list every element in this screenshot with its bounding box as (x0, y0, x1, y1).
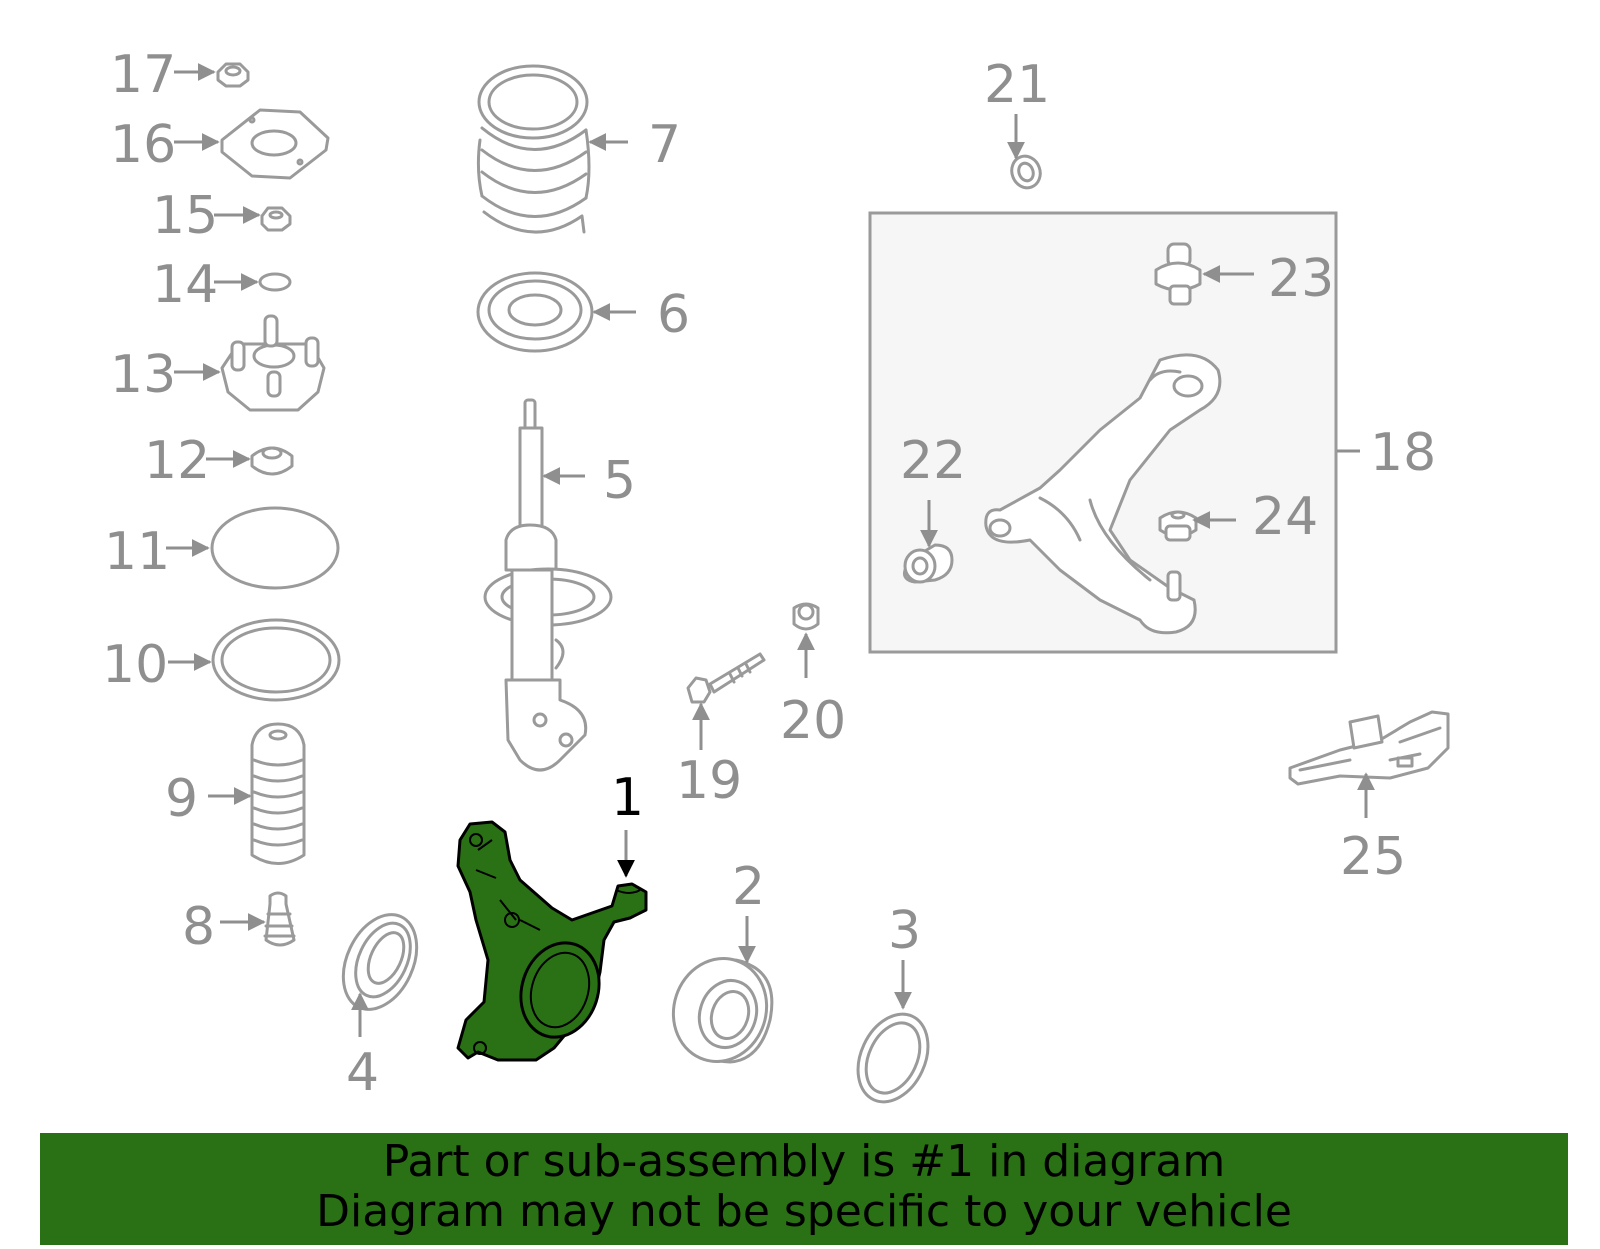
part-5-strut[interactable] (483, 398, 613, 772)
part-8-bump-stop[interactable] (263, 891, 296, 947)
part-10-seat-ring[interactable] (211, 618, 341, 702)
part-16-mount-plate[interactable] (220, 108, 330, 180)
banner-line-1: Part or sub-assembly is #1 in diagram (382, 1136, 1226, 1187)
callout-12: 12 (144, 431, 210, 491)
part-7-coil-spring[interactable] (476, 64, 591, 234)
callout-18: 18 (1370, 423, 1436, 483)
part-17-nut[interactable] (216, 62, 250, 88)
callout-1: 1 (611, 768, 644, 828)
part-25-bracket[interactable] (1288, 710, 1450, 786)
callout-15: 15 (152, 186, 218, 246)
callout-23: 23 (1268, 249, 1334, 309)
banner-line-2: Diagram may not be specific to your vehi… (316, 1186, 1292, 1237)
part-14-ring[interactable] (258, 272, 292, 292)
callout-16: 16 (110, 115, 176, 175)
callout-20: 20 (780, 691, 846, 751)
info-banner: Part or sub-assembly is #1 in diagram Di… (40, 1133, 1568, 1245)
callout-2: 2 (732, 857, 765, 917)
callout-17: 17 (110, 45, 176, 105)
part-4-dust-seal[interactable] (329, 903, 431, 1022)
callout-6: 6 (657, 285, 690, 345)
part-6-spring-seat[interactable] (476, 271, 594, 353)
callout-24: 24 (1252, 487, 1318, 547)
part-20-collar[interactable] (792, 602, 820, 631)
part-22-bushing[interactable] (903, 543, 954, 584)
part-12-bushing[interactable] (250, 446, 294, 476)
callout-13: 13 (110, 345, 176, 405)
part-9-dust-boot[interactable] (250, 722, 306, 865)
part-1-steering-knuckle[interactable] (456, 820, 648, 1062)
part-15-nut[interactable] (260, 206, 292, 232)
part-24-bushing[interactable] (1158, 510, 1198, 542)
callout-4: 4 (346, 1043, 379, 1103)
part-3-snap-ring[interactable] (845, 1003, 942, 1113)
callout-19: 19 (676, 751, 742, 811)
callout-3: 3 (888, 901, 921, 961)
part-2-wheel-bearing[interactable] (660, 946, 780, 1073)
callout-5: 5 (603, 451, 636, 511)
part-13-strut-mount[interactable] (220, 314, 326, 412)
callout-22: 22 (900, 431, 966, 491)
part-18-lower-control-arm[interactable] (984, 353, 1222, 635)
callout-10: 10 (102, 635, 168, 695)
part-23-bushing[interactable] (1154, 242, 1202, 306)
part-19-bolt[interactable] (686, 652, 766, 704)
callout-14: 14 (152, 255, 218, 315)
callout-25: 25 (1340, 827, 1406, 887)
callout-21: 21 (984, 55, 1050, 115)
part-21-nut[interactable] (1007, 152, 1044, 192)
callout-9: 9 (165, 769, 198, 829)
part-11-insulator-ring[interactable] (210, 506, 340, 590)
callout-8: 8 (182, 897, 215, 957)
callout-7: 7 (648, 115, 681, 175)
callout-11: 11 (104, 522, 170, 582)
